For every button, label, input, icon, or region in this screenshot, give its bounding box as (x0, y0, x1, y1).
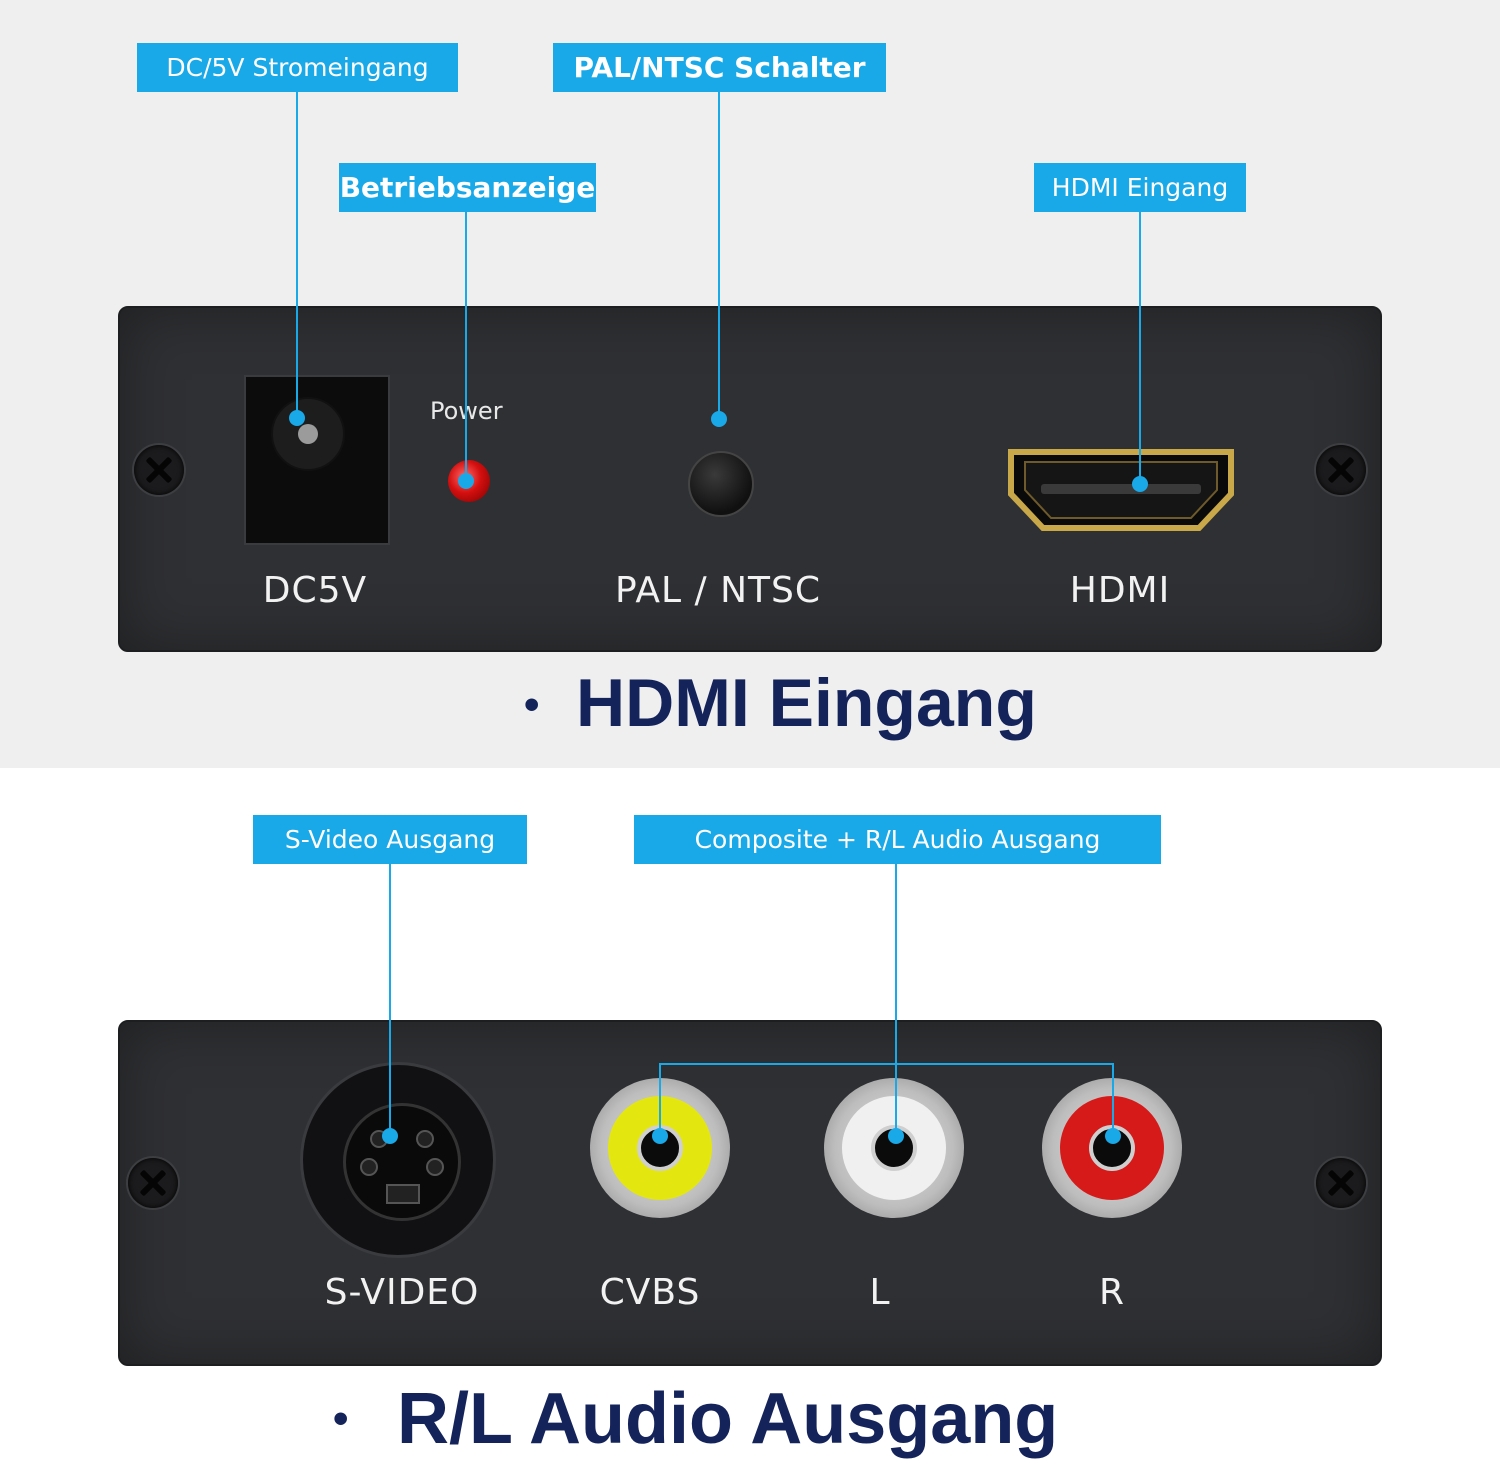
svideo-output-leader (389, 864, 391, 1136)
power-indicator-marker (458, 473, 474, 489)
hdmi-label: HDMI (1069, 570, 1171, 611)
composite-audio-bracket (659, 1063, 1114, 1065)
svideo-port-icon (300, 1062, 496, 1258)
dc-jack-icon (244, 375, 390, 545)
right-audio-leader (1112, 1063, 1114, 1136)
pal-ntsc-label: PAL / NTSC (614, 570, 821, 611)
dc5v-label: DC5V (262, 570, 368, 611)
power-indicator-leader (465, 212, 467, 480)
hdmi-input-leader (1139, 212, 1141, 484)
left-audio-marker (888, 1128, 904, 1144)
right-label: R (1098, 1272, 1125, 1313)
composite-audio-leader (895, 864, 897, 1136)
hdmi-port-icon (1008, 449, 1234, 531)
hdmi-input-marker (1132, 476, 1148, 492)
left-label: L (869, 1272, 891, 1313)
hdmi-eingang-title: HDMI Eingang (576, 665, 1037, 741)
title-bullet: • (333, 1394, 349, 1443)
screw-icon (128, 1158, 178, 1208)
cvbs-marker (652, 1128, 668, 1144)
right-audio-marker (1105, 1128, 1121, 1144)
title-bullet: • (524, 680, 540, 729)
switch-button-icon[interactable] (688, 451, 754, 517)
svideo-label: S-VIDEO (324, 1272, 480, 1313)
svideo-output-marker (382, 1128, 398, 1144)
pal-ntsc-callout: PAL/NTSC Schalter (553, 43, 886, 92)
cvbs-leader (659, 1063, 661, 1136)
hdmi-input-callout: HDMI Eingang (1034, 163, 1246, 212)
screw-icon (1316, 1158, 1366, 1208)
svideo-output-callout: S-Video Ausgang (253, 815, 527, 864)
pal-ntsc-leader (718, 92, 720, 418)
composite-audio-callout: Composite + R/L Audio Ausgang (634, 815, 1161, 864)
dc-input-marker (289, 410, 305, 426)
dc-input-callout: DC/5V Stromeingang (137, 43, 458, 92)
cvbs-label: CVBS (599, 1272, 701, 1313)
power-indicator-callout: Betriebsanzeige (339, 163, 596, 212)
screw-icon (134, 445, 184, 495)
dc-input-leader (296, 92, 298, 418)
rl-audio-ausgang-title: R/L Audio Ausgang (397, 1379, 1059, 1459)
pal-ntsc-marker (711, 411, 727, 427)
left-audio-port-icon (824, 1078, 964, 1218)
screw-icon (1316, 445, 1366, 495)
